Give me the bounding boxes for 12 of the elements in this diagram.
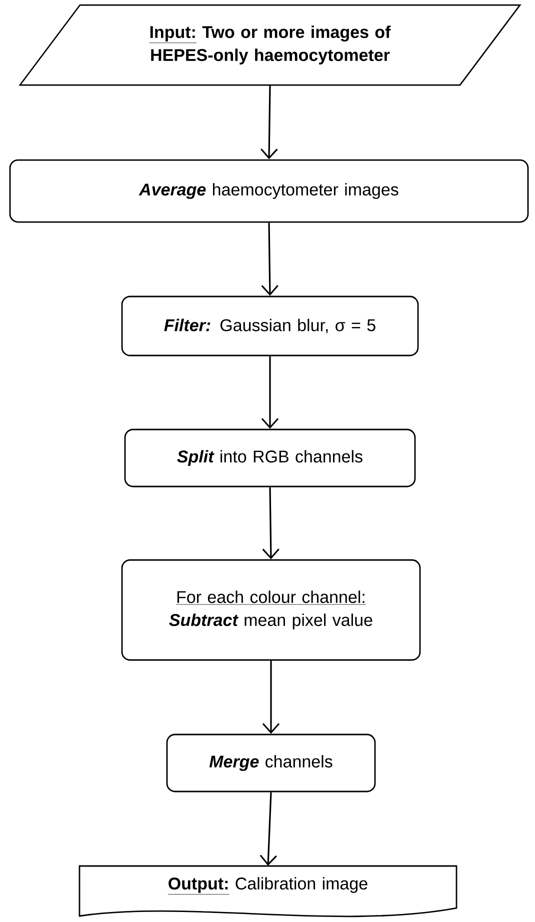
arrow: [261, 356, 279, 429]
process-box: Average haemocytometer images: [9, 159, 529, 223]
arrow: [261, 222, 278, 296]
process-box: Merge channels: [166, 734, 376, 792]
arrow: [262, 487, 280, 560]
process-box: Filter: Gaussian blur, σ = 5: [121, 296, 419, 356]
arrow: [260, 85, 278, 160]
output-document: Output: Calibration image: [78, 865, 458, 917]
arrow: [262, 660, 280, 734]
arrow: [260, 792, 277, 866]
process-box: Split into RGB channels: [124, 428, 416, 488]
process-box: For each colour channel: Subtract mean pixel value: [121, 559, 421, 661]
